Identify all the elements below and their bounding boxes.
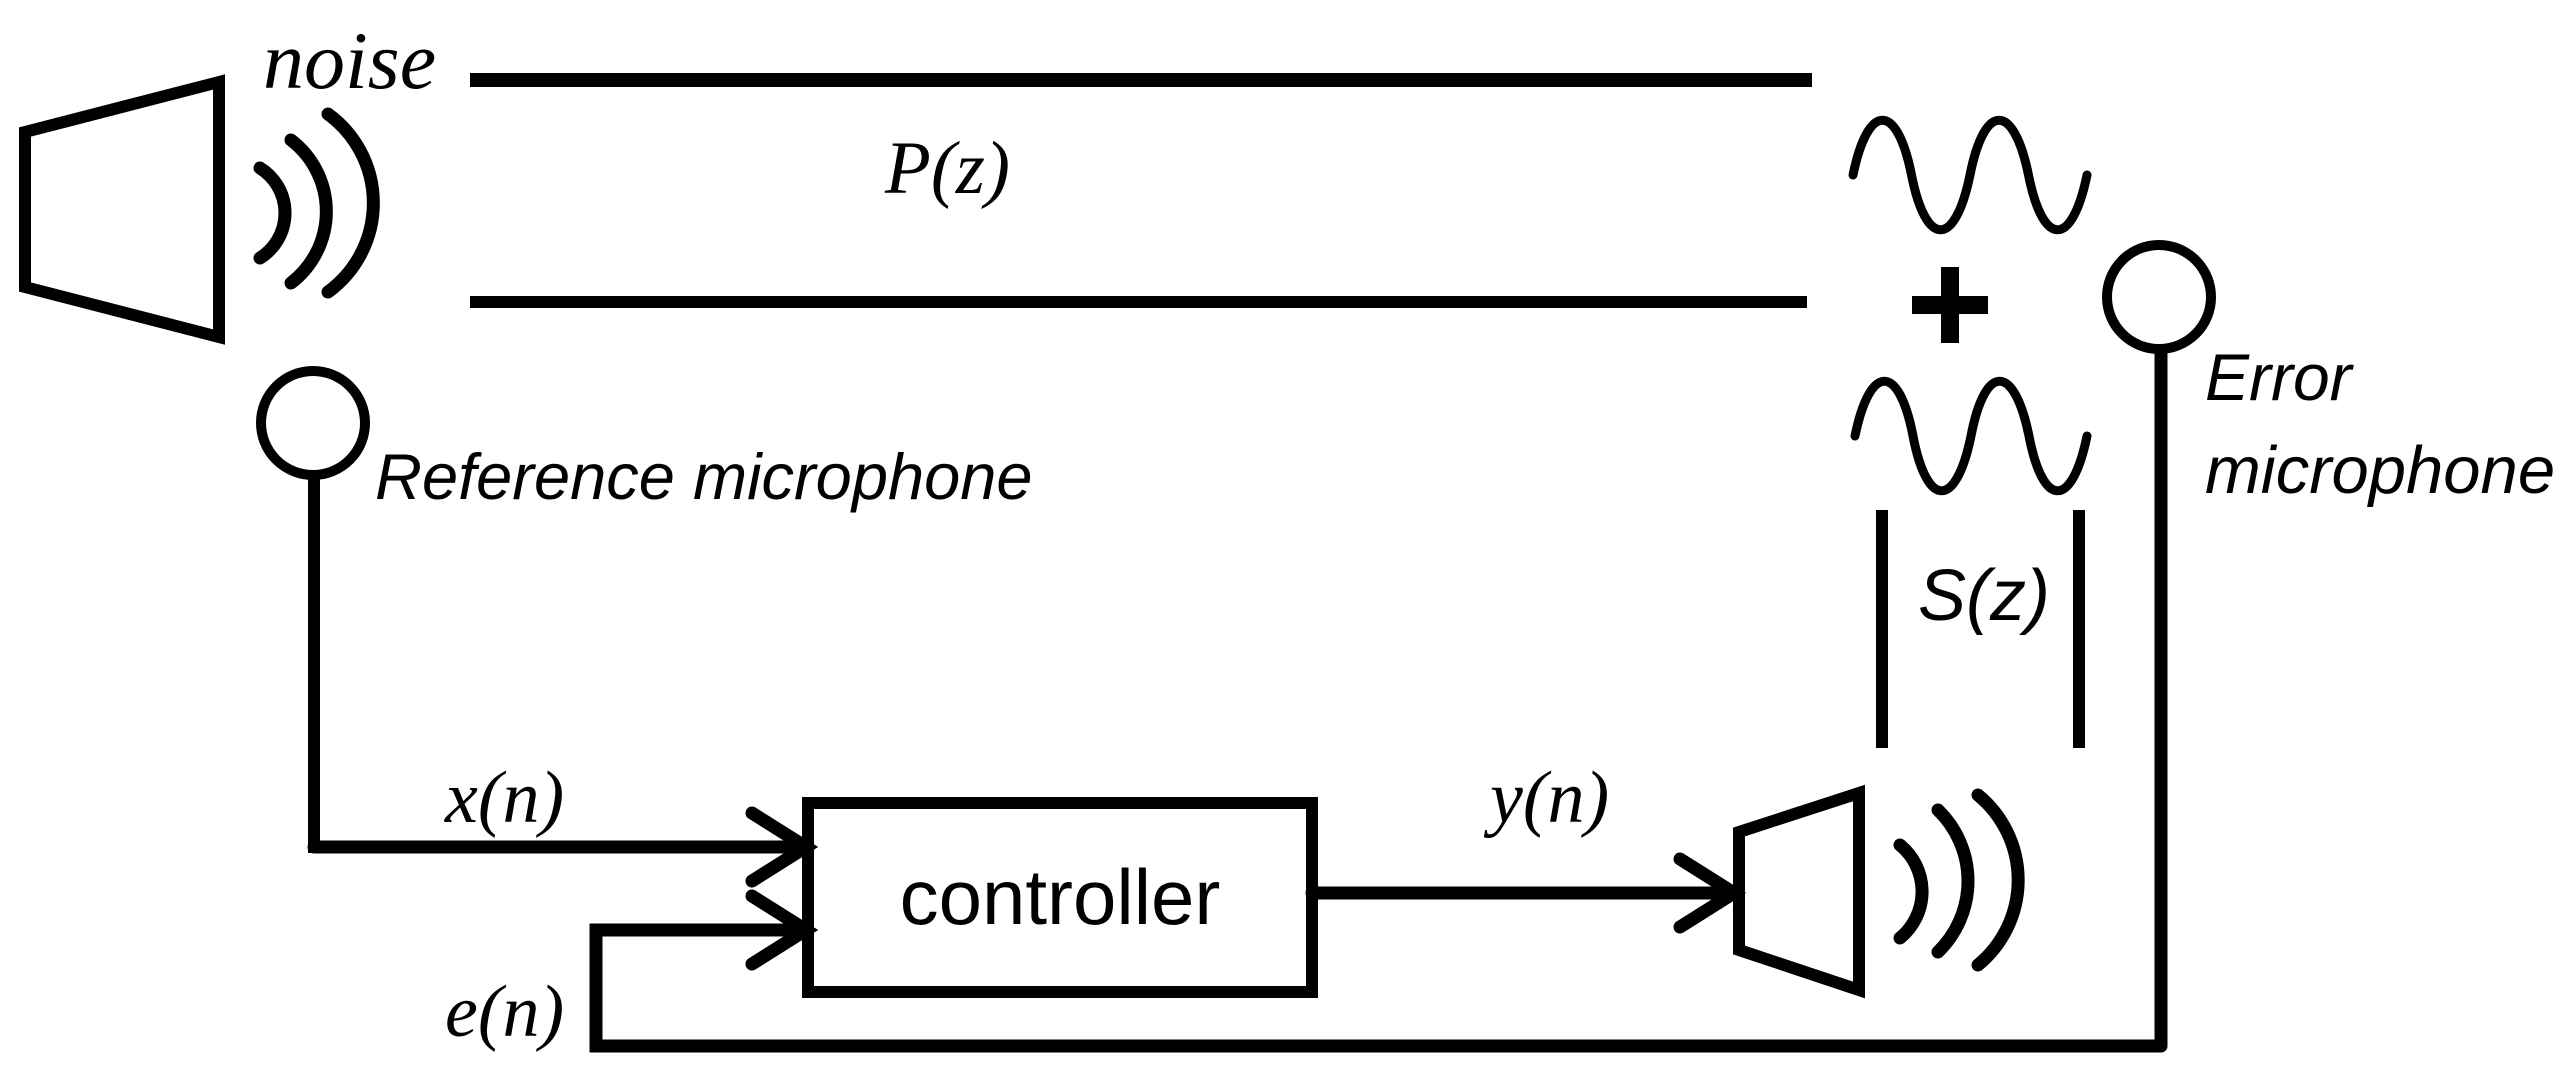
sound-wave-arc <box>1971 788 2025 972</box>
feedback-path-line <box>589 923 2168 1053</box>
reference-signal-label: x(n) <box>444 757 564 839</box>
error-microphone-icon <box>2102 240 2216 1046</box>
sound-wave-arc <box>253 161 292 265</box>
sound-wave-arc <box>321 107 380 299</box>
primary-path-label: P(z) <box>884 127 1010 210</box>
reference-microphone-icon <box>256 366 370 853</box>
error-microphone-label-line1: Error <box>2205 340 2355 414</box>
sound-waves-icon <box>253 107 380 299</box>
plus-icon <box>1912 267 1988 343</box>
noise-speaker-icon <box>19 74 380 345</box>
secondary-path-label: S(z) <box>1918 556 2050 636</box>
speaker-cone <box>19 74 225 345</box>
control-signal-label: y(n) <box>1483 757 1609 839</box>
speaker-cone <box>1733 784 1865 999</box>
antinoise-waveform-icon <box>1850 376 2092 496</box>
arrowhead-icon <box>745 889 819 971</box>
plus-vertical-bar <box>1941 267 1959 343</box>
reference-microphone-label: Reference microphone <box>375 440 1033 513</box>
sound-waves-icon <box>1893 788 2025 972</box>
error-signal-label: e(n) <box>445 971 564 1053</box>
noise-label: noise <box>263 15 436 106</box>
noise-waveform-icon <box>1848 115 2092 235</box>
controller-block: controller <box>802 797 1318 998</box>
error-microphone-label-line2: microphone <box>2205 433 2555 508</box>
sound-wave-arc <box>284 133 333 290</box>
error-signal-feedback-arrow <box>589 889 2168 1053</box>
controller-label: controller <box>900 853 1221 941</box>
sound-wave-arc <box>1893 838 1929 945</box>
sound-wave-arc <box>1931 803 1975 959</box>
secondary-path-bars <box>1876 510 2085 748</box>
control-speaker-icon <box>1733 784 2025 999</box>
